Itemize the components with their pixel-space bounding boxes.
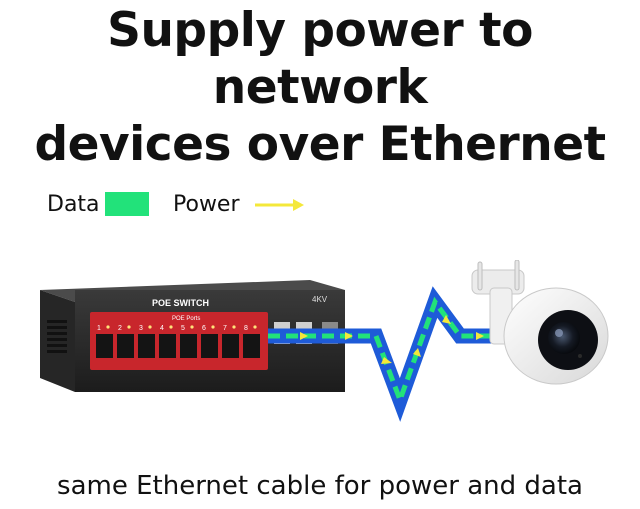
- power-flow-arrows: [300, 315, 484, 364]
- legend-power-label: Power: [173, 192, 240, 217]
- poe-port-5: [180, 334, 197, 358]
- headline-line-2: devices over Ethernet: [34, 117, 606, 172]
- headline-line-1: Supply power to network: [107, 3, 533, 115]
- switch-badge: 4KV: [312, 295, 328, 304]
- poe-port-group: 1 2 3 4 5 6 7 8: [96, 325, 260, 358]
- poe-port-3: [138, 334, 155, 358]
- port-led-5: [190, 325, 194, 329]
- port-number-1: 1: [97, 325, 101, 332]
- caption: same Ethernet cable for power and data: [57, 471, 583, 501]
- port-led-1: [106, 325, 110, 329]
- switch-ports-label: POE Ports: [172, 316, 200, 322]
- ip-camera: [471, 260, 609, 385]
- vent-slots: [47, 320, 67, 353]
- poe-port-1: [96, 334, 113, 358]
- port-led-8: [253, 325, 257, 329]
- data-flow-line: [268, 296, 502, 408]
- port-led-4: [169, 325, 173, 329]
- poe-port-6: [201, 334, 218, 358]
- port-led-2: [127, 325, 131, 329]
- legend-data-swatch: [105, 192, 149, 216]
- switch-brand-label: POE SWITCH: [152, 298, 209, 308]
- poe-scene: POE SWITCH POE Ports 4KV 1 2 3 4 5 6 7 8: [40, 260, 609, 422]
- legend-power-arrow-icon: [255, 199, 304, 211]
- poe-port-8: [243, 334, 260, 358]
- poe-port-7: [222, 334, 239, 358]
- port-led-3: [148, 325, 152, 329]
- poe-port-2: [117, 334, 134, 358]
- port-number-7: 7: [223, 325, 227, 332]
- legend-data-label: Data: [47, 192, 100, 217]
- port-number-5: 5: [181, 325, 185, 332]
- port-number-3: 3: [139, 325, 143, 332]
- poe-port-4: [159, 334, 176, 358]
- port-number-4: 4: [160, 325, 164, 332]
- legend: Data Power: [0, 188, 640, 224]
- camera-lens: [548, 322, 580, 354]
- port-led-7: [232, 325, 236, 329]
- port-number-8: 8: [244, 325, 248, 332]
- port-number-2: 2: [118, 325, 122, 332]
- headline: Supply power to network devices over Eth…: [0, 2, 640, 173]
- port-number-6: 6: [202, 325, 206, 332]
- port-led-6: [211, 325, 215, 329]
